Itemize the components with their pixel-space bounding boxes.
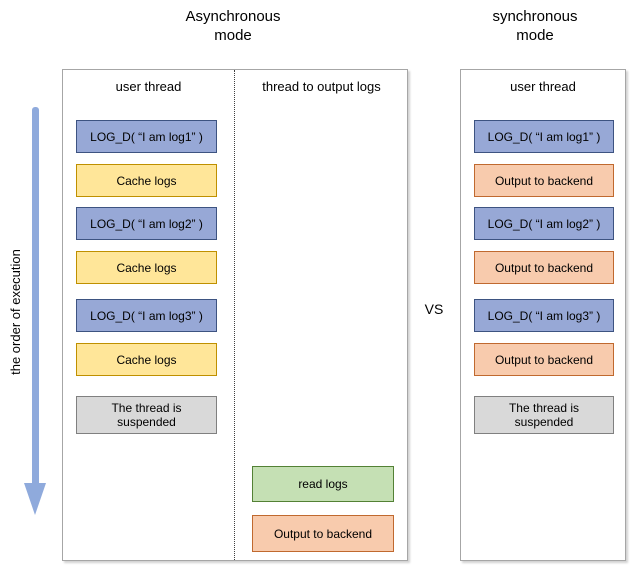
step-box-log1: LOG_D( “I am log1” ) [76,120,217,153]
step-box-output-to-backend: Output to backend [252,515,394,552]
step-box-output-to-backend: Output to backend [474,343,614,376]
step-box-log3: LOG_D( “I am log3” ) [76,299,217,332]
step-box-read-logs: read logs [252,466,394,502]
async-title-line2: mode [214,27,252,44]
sync-panel: user thread LOG_D( “I am log1” ) Output … [460,69,626,561]
execution-order-arrow-head [24,483,46,515]
thread-divider-dotted-line [234,70,235,560]
step-box-log3: LOG_D( “I am log3” ) [474,299,614,332]
step-box-output-to-backend: Output to backend [474,251,614,284]
execution-order-arrow-shaft [32,107,39,485]
async-user-thread-header: user thread [115,79,182,94]
async-panel: user thread thread to output logs LOG_D(… [62,69,408,561]
async-title-line1: Asynchronous [185,8,281,25]
step-box-log2: LOG_D( “I am log2” ) [474,207,614,240]
async-output-thread-header: thread to output logs [262,79,381,94]
step-box-thread-suspended: The thread is suspended [76,396,217,434]
step-box-cache-logs: Cache logs [76,251,217,284]
sync-title-line2: mode [516,27,554,44]
sync-user-thread-header: user thread [510,79,576,94]
step-box-log1: LOG_D( “I am log1” ) [474,120,614,153]
sync-title-line1: synchronous [492,8,578,25]
step-box-output-to-backend: Output to backend [474,164,614,197]
execution-order-label: the order of execution [8,249,23,375]
sync-mode-title: synchronous mode [460,7,610,45]
vs-label: VS [424,301,444,317]
async-mode-title: Asynchronous mode [158,7,308,45]
step-box-cache-logs: Cache logs [76,343,217,376]
step-box-thread-suspended: The thread is suspended [474,396,614,434]
step-box-cache-logs: Cache logs [76,164,217,197]
step-box-log2: LOG_D( “I am log2” ) [76,207,217,240]
